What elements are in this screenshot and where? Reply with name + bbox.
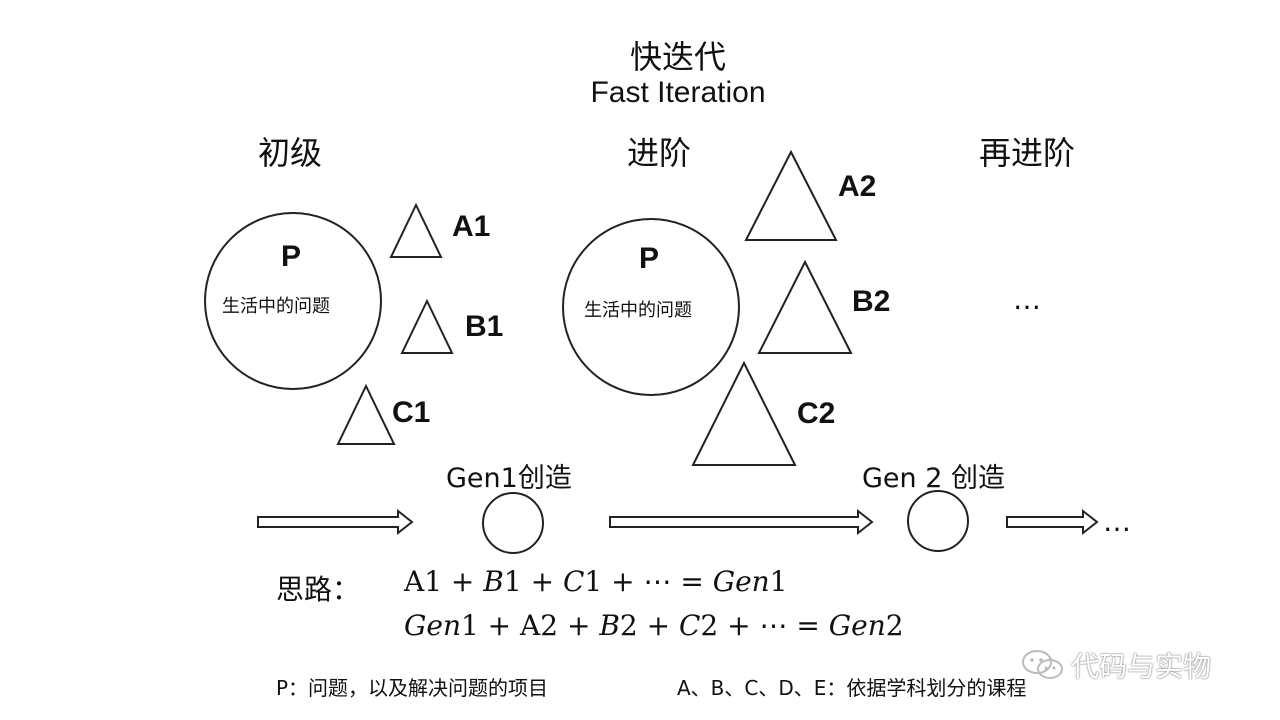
formula-line-1: A1 + 𝐵1 + 𝐶1 + ⋯ = 𝐺𝑒𝑛1 [404, 565, 788, 598]
problem-circle-2 [562, 218, 740, 396]
label-b2: B2 [852, 285, 891, 318]
title-chinese: 快迭代 [629, 38, 726, 76]
triangle-b1 [400, 298, 454, 354]
label-a2: A2 [838, 170, 877, 203]
formula-lead: 思路： [276, 573, 361, 606]
circle-2-subtitle: 生活中的问题 [584, 300, 692, 321]
arrow-3 [1006, 508, 1099, 536]
formula-line-2: 𝐺𝑒𝑛1 + A2 + 𝐵2 + 𝐶2 + ⋯ = 𝐺𝑒𝑛2 [404, 609, 904, 642]
footnote-p: P：问题，以及解决问题的项目 [276, 676, 549, 700]
triangle-b2 [757, 259, 853, 354]
triangle-c2 [691, 360, 797, 466]
stage-label-further: 再进阶 [979, 134, 1076, 172]
ellipsis-stage3: … [1013, 283, 1041, 316]
gen2-label: Gen 2 创造 [862, 463, 1005, 494]
circle-2-p-label: P [639, 242, 660, 275]
label-c1: C1 [392, 396, 431, 429]
triangle-c1 [336, 383, 396, 445]
arrow-2 [609, 508, 874, 536]
label-b1: B1 [465, 310, 504, 343]
ellipsis-arrow-end: … [1103, 505, 1131, 538]
label-a1: A1 [452, 210, 491, 243]
circle-1-subtitle: 生活中的问题 [222, 296, 330, 317]
gen2-circle [907, 490, 969, 552]
title-english: Fast Iteration [590, 76, 766, 109]
watermark-text: 代码与实物 [1071, 650, 1212, 683]
arrow-1 [257, 508, 414, 536]
gen1-label: Gen1创造 [446, 463, 572, 494]
watermark: 代码与实物 [1020, 645, 1211, 685]
footnote-abcde: A、B、C、D、E：依据学科划分的课程 [677, 676, 1027, 700]
problem-circle-1 [204, 212, 382, 390]
label-c2: C2 [797, 397, 836, 430]
triangle-a1 [389, 202, 443, 258]
stage-label-advanced: 进阶 [627, 134, 692, 172]
stage-label-beginner: 初级 [258, 134, 323, 172]
gen1-circle [482, 492, 544, 554]
wechat-icon [1022, 650, 1063, 679]
circle-1-p-label: P [281, 240, 302, 273]
triangle-a2 [744, 149, 838, 241]
